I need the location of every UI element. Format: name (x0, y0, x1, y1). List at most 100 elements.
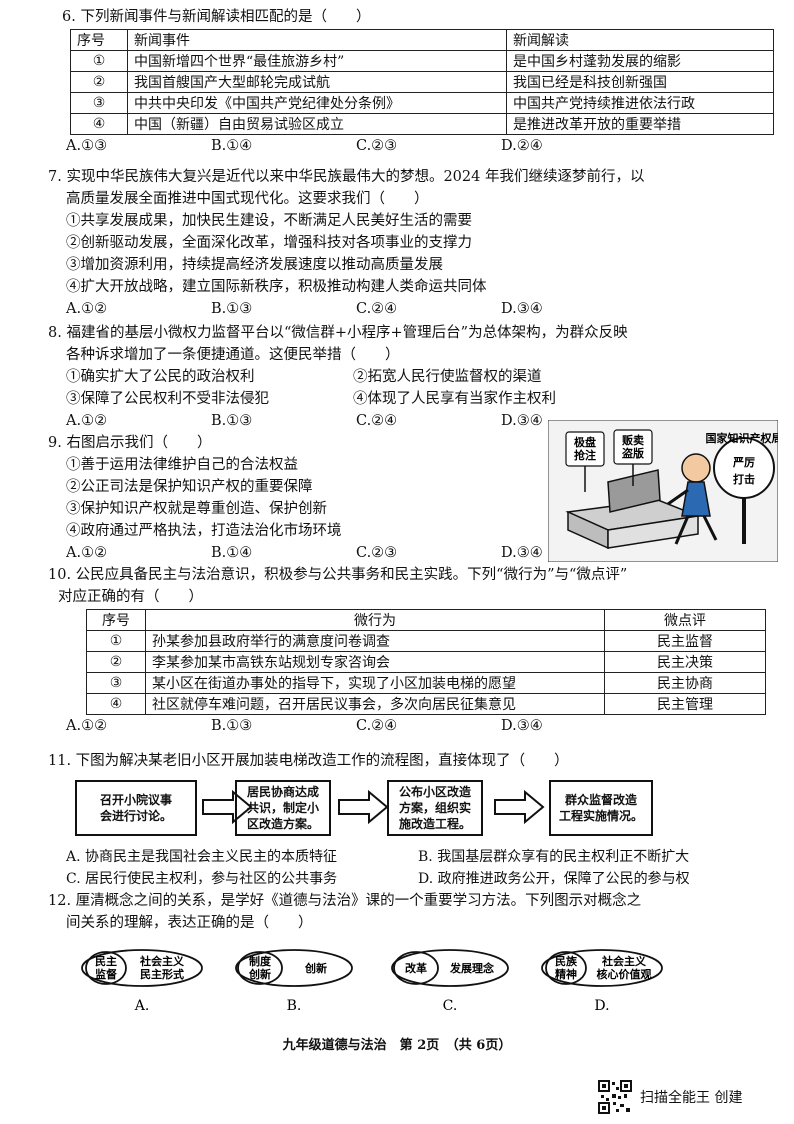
qr-code-icon (598, 1080, 632, 1114)
question-9: 9. 右图启示我们（ ） ①善于运用法律维护自己的合法权益 ②公正司法是保护知识… (48, 432, 774, 564)
option-d[interactable]: D.③④ (501, 718, 543, 734)
diagram-d: 民族 精神 社会主义 核心价值观 D. (541, 949, 663, 1014)
table-row: 序号 微行为 微点评 (86, 609, 766, 631)
option-a[interactable]: A. 协商民主是我国社会主义民主的本质特征 (66, 849, 338, 865)
svg-text:民主: 民主 (95, 954, 117, 968)
arrow-right-icon (494, 790, 545, 824)
option-b[interactable]: B.①④ (211, 138, 253, 154)
q9-stem: 9. 右图启示我们（ ） (48, 435, 212, 451)
q10-stem-1: 10. 公民应具备民主与法治意识，积极参与公共事务和民主实践。下列“微行为”与“… (48, 567, 628, 583)
q7-item: ②创新驱动发展，全面深化改革，增强科技对各项事业的支撑力 (66, 235, 472, 251)
option-b[interactable]: B. 我国基层群众享有的民主权利正不断扩大 (418, 849, 690, 865)
option-d[interactable]: D.③④ (501, 545, 543, 561)
arrow-right-icon (202, 790, 253, 824)
option-d[interactable]: D.②④ (501, 138, 543, 154)
option-d[interactable]: D.③④ (501, 301, 543, 317)
scanner-watermark: 扫描全能王 创建 (598, 1080, 742, 1114)
svg-text:发展理念: 发展理念 (449, 961, 495, 975)
table-row: 序号 新闻事件 新闻解读 (70, 29, 774, 51)
q7-stem-2: 高质量发展全面推进中国式现代化。这要求我们（ ） (66, 191, 429, 207)
page-footer: 九年级道德与法治 第 2页 （共 6页） (282, 1038, 512, 1053)
svg-text:创新: 创新 (248, 967, 271, 981)
option-b[interactable]: B.①③ (211, 413, 253, 429)
question-8: 8. 福建省的基层小微权力监督平台以“微信群+小程序+管理后台”为总体架构，为群… (48, 322, 774, 432)
q11-stem: 11. 下图为解决某老旧小区开展加装电梯改造工作的流程图，直接体现了（ ） (48, 753, 569, 769)
scanner-label: 扫描全能王 创建 (640, 1090, 743, 1106)
flow-step-1: 召开小院议事会进行讨论。 (75, 780, 197, 836)
question-10: 10. 公民应具备民主与法治意识，积极参与公共事务和民主实践。下列“微行为”与“… (48, 564, 774, 737)
diagram-c: 改革 发展理念 C. (391, 949, 509, 1014)
q9-item: ②公正司法是保护知识产权的重要保障 (66, 479, 313, 495)
action-label-2: 打击 (733, 472, 755, 486)
sign-1-line-2: 抢注 (574, 448, 596, 462)
sign-2-line-1: 贩卖 (622, 433, 644, 447)
agency-label: 国家知识产权局 (706, 431, 779, 445)
diagram-label[interactable]: C. (443, 998, 458, 1014)
q7-item: ③增加资源利用，持续提高经济发展速度以推动高质量发展 (66, 257, 443, 273)
q9-item: ④政府通过严格执法，打造法治化市场环境 (66, 523, 342, 539)
ip-protection-cartoon: 极盘 抢注 贩卖 盗版 国家知识产权局 严厉 打击 (548, 420, 778, 562)
diagram-label[interactable]: A. (134, 998, 150, 1014)
option-a[interactable]: A.①② (66, 545, 108, 561)
q12-stem-1: 12. 厘清概念之间的关系，是学好《道德与法治》课的一个重要学习方法。下列图示对… (48, 893, 642, 909)
q7-options: A.①② B.①③ C.②④ D.③④ (66, 298, 774, 320)
q11-flowchart: 召开小院议事会进行讨论。 居民协商达成共识，制定小区改造方案。 公布小区改造方案… (75, 780, 775, 838)
option-b[interactable]: B.①④ (211, 545, 253, 561)
question-7: 7. 实现中华民族伟大复兴是近代以来中华民族最伟大的梦想。2024 年我们继续逐… (48, 166, 774, 320)
q9-options: A.①② B.①④ C.②③ D.③④ (66, 542, 774, 564)
arrow-right-icon (338, 790, 389, 824)
q11-options: A. 协商民主是我国社会主义民主的本质特征 B. 我国基层群众享有的民主权利正不… (66, 846, 774, 890)
option-c[interactable]: C.②③ (356, 545, 398, 561)
q7-item: ④扩大开放战略，建立国际新秩序，积极推动构建人类命运共同体 (66, 279, 487, 295)
diagram-label[interactable]: B. (287, 998, 302, 1014)
q10-stem-2: 对应正确的有（ ） (58, 589, 203, 605)
option-d[interactable]: D.③④ (501, 413, 543, 429)
sign-2-line-2: 盗版 (622, 446, 644, 460)
option-c[interactable]: C.②③ (356, 138, 398, 154)
option-c[interactable]: C.②④ (356, 718, 398, 734)
flow-step-4: 群众监督改造工程实施情况。 (549, 780, 653, 836)
option-c[interactable]: C.②④ (356, 413, 398, 429)
diagram-label[interactable]: D. (594, 998, 609, 1014)
svg-text:监督: 监督 (95, 967, 117, 981)
svg-text:精神: 精神 (555, 967, 577, 981)
option-a[interactable]: A.①② (66, 301, 108, 317)
svg-text:改革: 改革 (405, 961, 427, 975)
option-b[interactable]: B.①③ (211, 718, 253, 734)
svg-text:制度: 制度 (249, 954, 272, 968)
option-c[interactable]: C.②④ (356, 301, 398, 317)
option-a[interactable]: A.①② (66, 718, 108, 734)
option-a[interactable]: A.①② (66, 413, 108, 429)
option-b[interactable]: B.①③ (211, 301, 253, 317)
svg-text:社会主义: 社会主义 (601, 954, 647, 968)
question-12: 12. 厘清概念之间的关系，是学好《道德与法治》课的一个重要学习方法。下列图示对… (48, 890, 774, 934)
question-11: 11. 下图为解决某老旧小区开展加装电梯改造工作的流程图，直接体现了（ ） (48, 750, 774, 772)
diagram-b: 制度 创新 创新 B. (235, 949, 353, 1014)
q12-stem-2: 间关系的理解，表达正确的是（ ） (66, 915, 313, 931)
q8-stem-2: 各种诉求增加了一条便捷通道。这便民举措（ ） (66, 347, 400, 363)
action-label-1: 严厉 (732, 456, 755, 469)
flow-step-2: 居民协商达成共识，制定小区改造方案。 (235, 780, 331, 836)
option-a[interactable]: A.①③ (66, 138, 108, 154)
svg-text:核心价值观: 核心价值观 (597, 967, 652, 981)
q10-options: A.①② B.①③ C.②④ D.③④ (66, 715, 774, 737)
option-c[interactable]: C. 居民行使民主权利，参与社区的公共事务 (66, 871, 338, 887)
q6-stem: 6. 下列新闻事件与新闻解读相匹配的是（ ） (62, 9, 371, 25)
q8-items-row: ①确实扩大了公民的政治权利 ②拓宽人民行使监督权的渠道 (66, 369, 542, 385)
svg-text:创新: 创新 (304, 961, 327, 975)
diagram-a: 民主 监督 社会主义 民主形式 A. (81, 949, 203, 1014)
q7-item: ①共享发展成果，加快民生建设，不断满足人民美好生活的需要 (66, 213, 472, 229)
option-d[interactable]: D. 政府推进政务公开，保障了公民的参与权 (418, 871, 690, 887)
